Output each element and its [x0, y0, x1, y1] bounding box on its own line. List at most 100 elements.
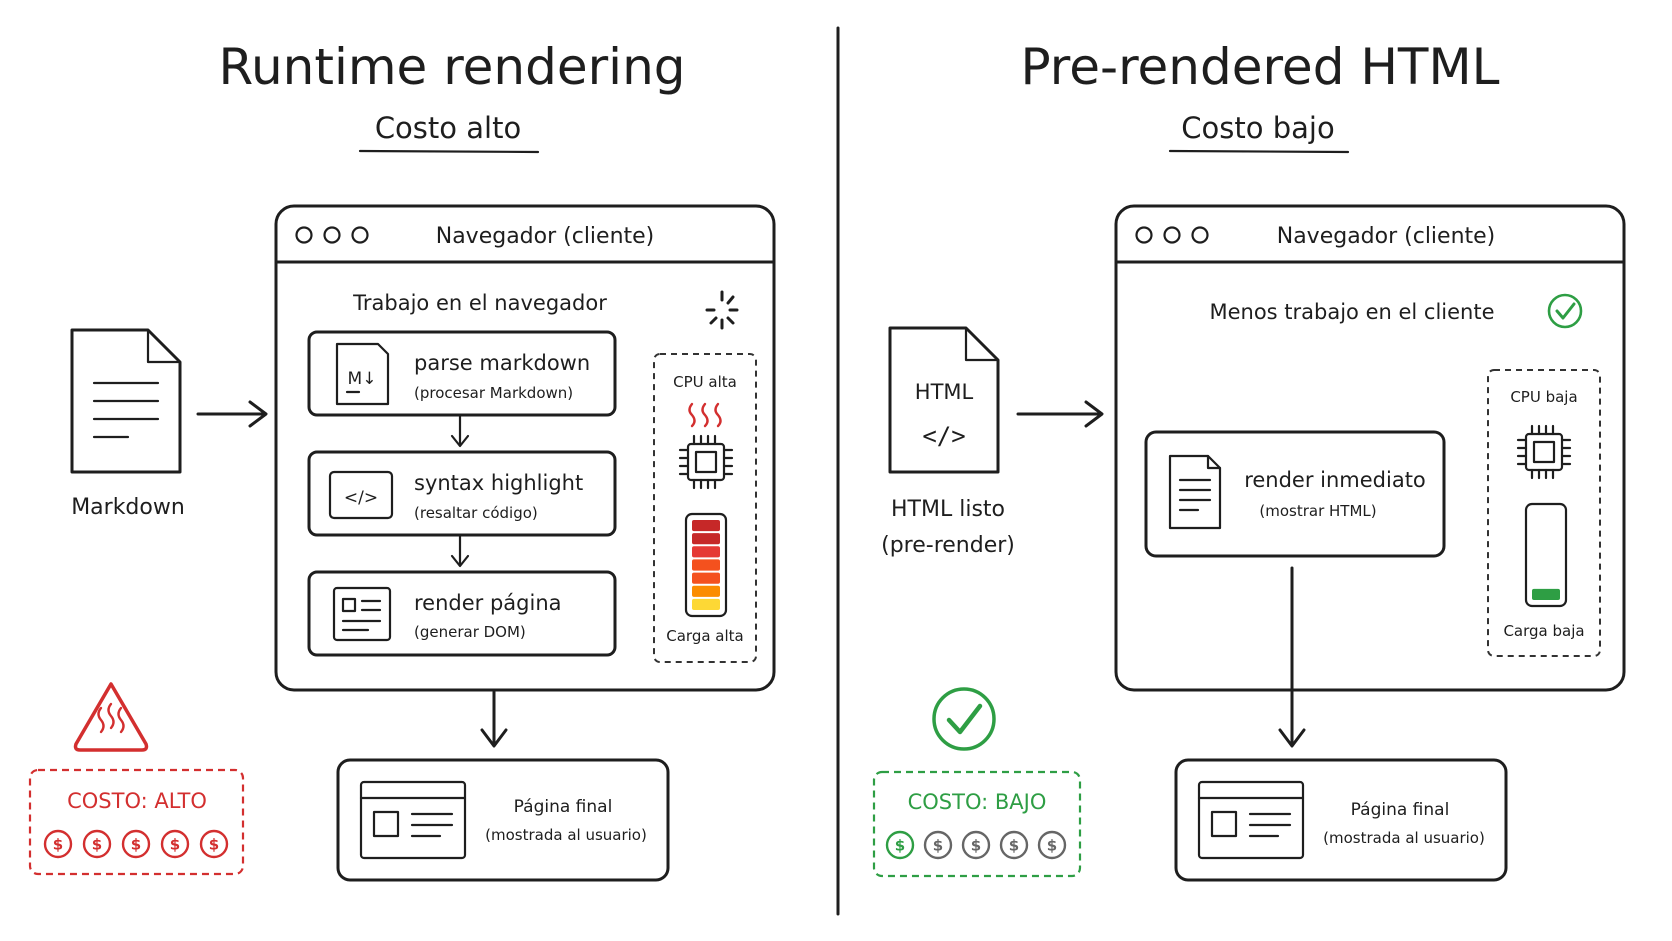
- cpu-high-label: CPU alta: [673, 373, 737, 391]
- svg-text:M↓: M↓: [348, 369, 377, 389]
- right-final-subtitle: (mostrada al usuario): [1323, 829, 1485, 847]
- svg-text:</>: </>: [922, 422, 965, 450]
- dollar-coin-icon: [923, 830, 953, 860]
- left-browser-window: Navegador (cliente) Trabajo en el navega…: [274, 204, 776, 692]
- left-cost-label: COSTO: ALTO: [67, 789, 207, 813]
- load-high-label: Carga alta: [666, 627, 743, 645]
- right-coins: $ $ $ $ $: [885, 830, 1067, 860]
- svg-text:</>: </>: [344, 488, 378, 508]
- right-cost-label: COSTO: BAJO: [908, 790, 1047, 814]
- svg-text:parse markdown: parse markdown: [414, 351, 590, 375]
- left-final-subtitle: (mostrada al usuario): [485, 826, 647, 844]
- layout-icon: [332, 586, 392, 642]
- dollar-coin-icon: [82, 829, 112, 859]
- svg-text:(mostrar HTML): (mostrar HTML): [1259, 502, 1376, 520]
- svg-text:render inmediato: render inmediato: [1244, 468, 1426, 492]
- left-title: Runtime rendering: [218, 38, 685, 96]
- left-work-title: Trabajo en el navegador: [352, 291, 607, 315]
- left-final-page: Página final (mostrada al usuario): [336, 758, 670, 882]
- check-circle-icon: [932, 687, 996, 751]
- dollar-coin-symbol: $: [209, 836, 219, 854]
- window-dot-icon: [351, 226, 369, 244]
- dollar-coin-symbol: $: [971, 837, 981, 855]
- right-browser-title: Navegador (cliente): [1277, 224, 1496, 249]
- dollar-coin-symbol: $: [131, 836, 141, 854]
- right-final-title: Página final: [1351, 800, 1450, 820]
- right-cpu-panel: CPU baja Carga baja: [1487, 369, 1601, 657]
- dollar-coin-icon: [885, 830, 915, 860]
- window-dot-icon: [1163, 226, 1181, 244]
- arrow-html-to-browser-icon: [1016, 400, 1104, 428]
- check-small-icon: [1547, 293, 1583, 329]
- html-ready-label: HTML listo: [891, 497, 1005, 522]
- svg-text:(resaltar código): (resaltar código): [414, 504, 538, 522]
- right-load-meter-fill: [1532, 588, 1560, 600]
- left-final-title: Página final: [514, 797, 613, 817]
- dollar-coin-symbol: $: [53, 836, 63, 854]
- right-panel: Pre-rendered HTML Costo bajo HTML </> HT…: [872, 38, 1626, 882]
- cpu-low-label: CPU baja: [1510, 388, 1577, 406]
- right-subtitle: Costo bajo: [1181, 111, 1334, 145]
- dollar-coin-icon: [160, 829, 190, 859]
- load-segment: [692, 520, 720, 532]
- step-render-inmediato: render inmediato (mostrar HTML): [1144, 430, 1446, 558]
- right-work-title: Menos trabajo en el cliente: [1209, 300, 1494, 324]
- dollar-coin-symbol: $: [1047, 837, 1057, 855]
- document-icon: [1168, 454, 1222, 530]
- arrow-step2-to-step3-icon: [450, 534, 470, 568]
- svg-text:render página: render página: [414, 591, 562, 615]
- warning-heat-icon: [73, 682, 149, 752]
- arrow-step1-to-step2-icon: [450, 414, 470, 448]
- dollar-coin-icon: [43, 829, 73, 859]
- left-load-meter-fill: [692, 520, 720, 610]
- dollar-coin-symbol: $: [895, 837, 905, 855]
- step-render-pagina: render página (generar DOM): [307, 570, 617, 657]
- load-segment: [1532, 588, 1560, 600]
- left-cpu-panel: CPU alta: [653, 353, 757, 663]
- left-cost-badge: COSTO: ALTO $ $ $ $ $: [28, 768, 245, 876]
- markdown-icon: [335, 342, 390, 406]
- dollar-coin-icon: [199, 829, 229, 859]
- window-dot-icon: [295, 226, 313, 244]
- load-segment: [692, 533, 720, 545]
- loading-spinner-icon: [705, 290, 739, 330]
- left-coins: $ $ $ $ $: [43, 829, 229, 859]
- step-parse-markdown: M↓ parse markdown (procesar Markdown): [307, 330, 617, 417]
- step-syntax-highlight: </> syntax highlight (resaltar código): [307, 450, 617, 537]
- right-subtitle-underline: [1168, 149, 1350, 154]
- right-load-meter: [1524, 502, 1568, 608]
- load-low-label: Carga baja: [1503, 622, 1584, 640]
- left-subtitle: Costo alto: [375, 111, 521, 145]
- dollar-coin-icon: [121, 829, 151, 859]
- markdown-file-icon: [70, 328, 182, 474]
- cpu-chip-icon: [1516, 424, 1572, 480]
- load-segment: [692, 598, 720, 610]
- html-file-icon: HTML </>: [888, 326, 1000, 474]
- code-icon: [328, 470, 394, 520]
- left-load-meter: [684, 512, 728, 618]
- heat-waves-icon: [688, 402, 722, 428]
- dollar-coin-symbol: $: [933, 837, 943, 855]
- load-segment: [692, 572, 720, 584]
- window-dot-icon: [1191, 226, 1209, 244]
- dollar-coin-icon: [1037, 830, 1067, 860]
- pre-render-label: (pre-render): [881, 533, 1015, 558]
- right-final-page: Página final (mostrada al usuario): [1174, 758, 1508, 882]
- dollar-coin-symbol: $: [1009, 837, 1019, 855]
- dollar-coin-icon: [999, 830, 1029, 860]
- dollar-coin-symbol: $: [92, 836, 102, 854]
- window-dot-icon: [323, 226, 341, 244]
- markdown-label: Markdown: [71, 495, 185, 520]
- svg-text:HTML: HTML: [915, 380, 974, 404]
- left-browser-title: Navegador (cliente): [436, 224, 655, 249]
- svg-text:syntax highlight: syntax highlight: [414, 471, 583, 495]
- dollar-coin-symbol: $: [170, 836, 180, 854]
- svg-text:(generar DOM): (generar DOM): [414, 623, 526, 641]
- left-subtitle-underline: [358, 149, 540, 154]
- cpu-chip-icon: [678, 434, 734, 490]
- load-segment: [692, 546, 720, 558]
- svg-text:(procesar Markdown): (procesar Markdown): [414, 384, 573, 402]
- window-dot-icon: [1135, 226, 1153, 244]
